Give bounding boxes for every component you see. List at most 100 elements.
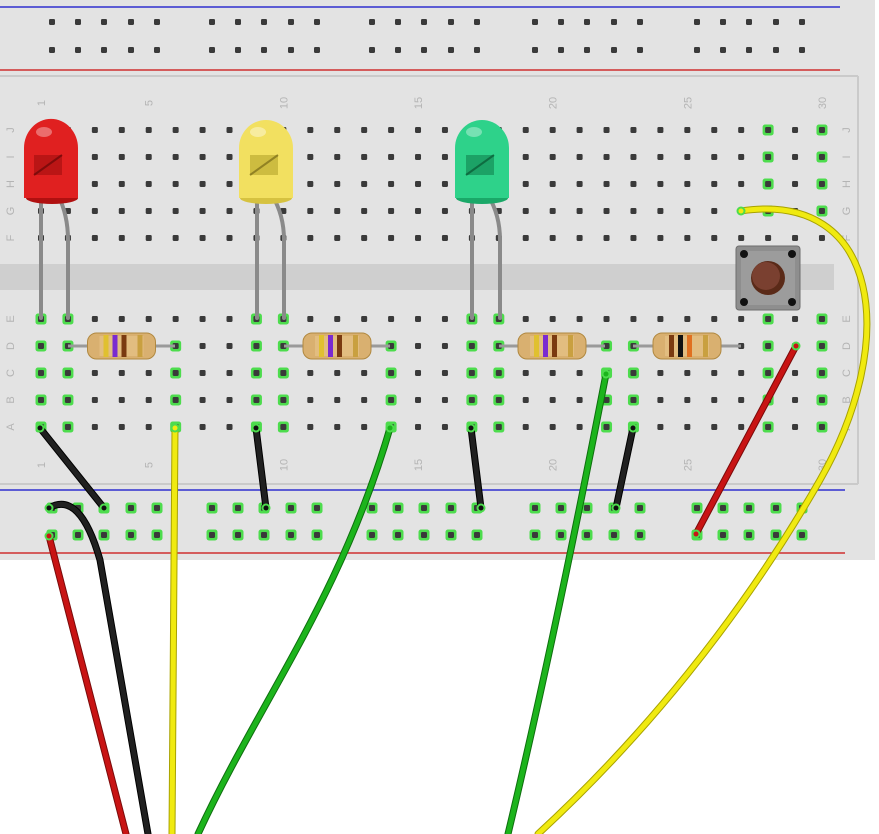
- hole: [603, 316, 610, 322]
- rail-hole: [558, 505, 564, 511]
- black-wire-button[interactable]: [612, 424, 637, 512]
- rail-hole: [261, 532, 267, 538]
- yellow-led[interactable]: [239, 120, 293, 204]
- hole: [792, 316, 799, 322]
- hole: [91, 316, 98, 322]
- hole: [388, 208, 395, 214]
- hole: [792, 424, 799, 430]
- hole: [684, 235, 691, 241]
- black-wire-green-led[interactable]: [467, 424, 485, 512]
- hole: [684, 370, 691, 376]
- rail-hole: [235, 47, 241, 53]
- black-ground-wire[interactable]: [45, 500, 152, 834]
- rail-hole: [209, 47, 215, 53]
- hole: [818, 181, 825, 187]
- black-wire-red-led[interactable]: [36, 424, 108, 512]
- hole: [603, 154, 610, 160]
- rail-hole: [421, 532, 427, 538]
- rail-hole: [637, 505, 643, 511]
- rail-hole: [314, 532, 320, 538]
- hole: [118, 235, 125, 241]
- hole: [818, 208, 825, 214]
- rail-hole: [154, 532, 160, 538]
- column-number-label: 5: [144, 100, 156, 106]
- rail-hole: [799, 19, 805, 25]
- hole: [630, 208, 637, 214]
- rail-hole: [584, 505, 590, 511]
- hole: [765, 370, 772, 376]
- hole: [441, 397, 448, 403]
- hole: [172, 316, 179, 322]
- column-number-label: 20: [548, 97, 560, 109]
- hole: [388, 235, 395, 241]
- rail-hole: [799, 47, 805, 53]
- hole: [738, 370, 745, 376]
- yellow-led-signal-wire[interactable]: [168, 424, 179, 834]
- hole: [630, 181, 637, 187]
- yellow-button-wire[interactable]: [534, 205, 871, 834]
- hole: [630, 370, 637, 376]
- hole: [441, 343, 448, 349]
- hole: [226, 397, 233, 403]
- hole: [91, 181, 98, 187]
- rail-hole: [288, 532, 294, 538]
- green-led-signal-wire-left[interactable]: [194, 424, 394, 834]
- column-number-label: 25: [682, 97, 694, 109]
- rail-hole: [637, 47, 643, 53]
- hole: [91, 370, 98, 376]
- rail-hole: [694, 505, 700, 511]
- row-letter-label: F: [5, 234, 17, 241]
- wire-end-core: [693, 531, 699, 537]
- rail-hole: [611, 19, 617, 25]
- hole: [738, 397, 745, 403]
- rail-hole: [720, 19, 726, 25]
- hole: [576, 370, 583, 376]
- hole: [118, 424, 125, 430]
- green-led[interactable]: [455, 120, 509, 204]
- rail-hole: [584, 47, 590, 53]
- hole: [738, 154, 745, 160]
- rail-hole: [474, 19, 480, 25]
- resistor-green-led[interactable]: [499, 332, 605, 360]
- hole: [522, 424, 529, 430]
- hole: [603, 343, 610, 349]
- resistor-red-led[interactable]: [68, 332, 175, 360]
- hole: [576, 154, 583, 160]
- hole: [361, 316, 368, 322]
- black-wire-yellow-led[interactable]: [252, 424, 270, 512]
- green-led-signal-wire-right[interactable]: [504, 370, 610, 834]
- hole: [684, 181, 691, 187]
- hole: [64, 397, 71, 403]
- hole: [388, 397, 395, 403]
- resistor-yellow-led[interactable]: [284, 332, 390, 360]
- rail-hole: [584, 532, 590, 538]
- column-number-label: 15: [413, 459, 425, 471]
- hole: [280, 370, 287, 376]
- rail-hole: [448, 505, 454, 511]
- rail-hole: [261, 47, 267, 53]
- pushbutton[interactable]: [735, 245, 801, 311]
- hole: [307, 208, 314, 214]
- hole: [415, 154, 422, 160]
- hole: [172, 397, 179, 403]
- rail-hole: [235, 19, 241, 25]
- hole: [388, 181, 395, 187]
- red-wire-button[interactable]: [692, 342, 800, 538]
- hole: [361, 235, 368, 241]
- rail-hole: [395, 47, 401, 53]
- hole: [549, 127, 556, 133]
- hole: [684, 397, 691, 403]
- hole: [334, 154, 341, 160]
- hole: [738, 181, 745, 187]
- hole: [630, 316, 637, 322]
- hole: [145, 370, 152, 376]
- hole: [576, 424, 583, 430]
- hole: [630, 154, 637, 160]
- hole: [334, 235, 341, 241]
- red-power-wire[interactable]: [45, 532, 130, 834]
- resistor-button[interactable]: [633, 332, 741, 360]
- row-letter-label: I: [841, 155, 853, 158]
- rail-hole: [611, 47, 617, 53]
- red-led[interactable]: [24, 118, 78, 204]
- rail-hole: [746, 532, 752, 538]
